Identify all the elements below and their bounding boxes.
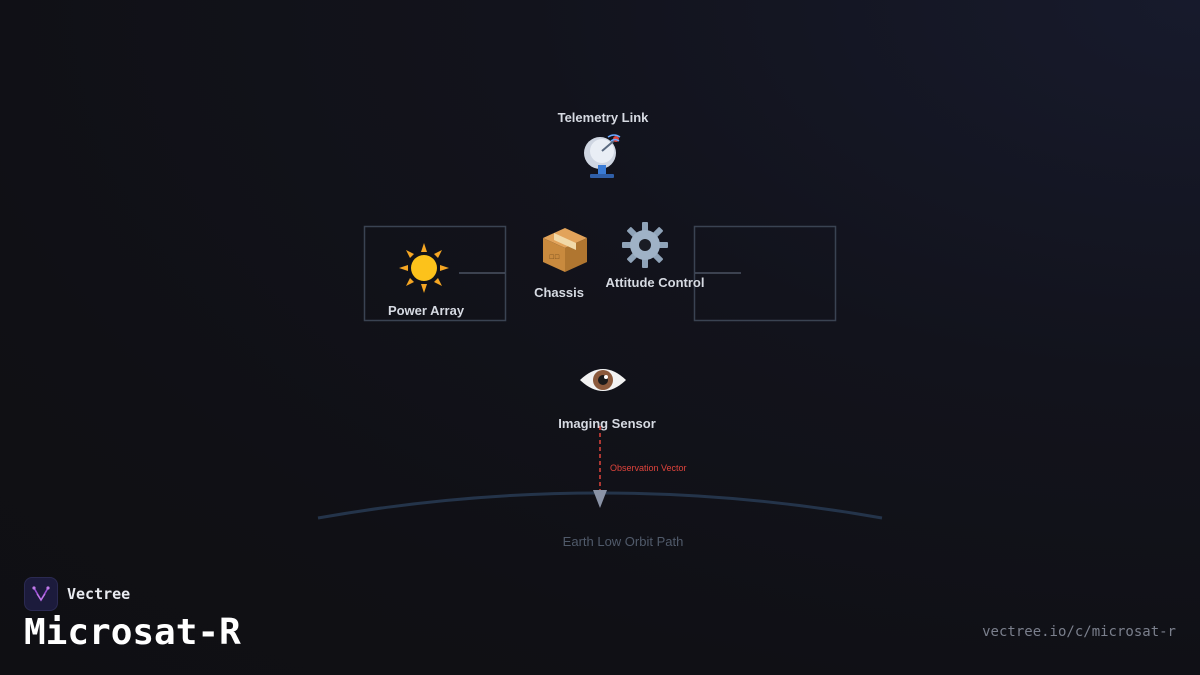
telemetry-link-label: Telemetry Link [557, 110, 649, 125]
brand-header: Vectree [24, 577, 130, 611]
observation-vector-label: Observation Vector [610, 463, 687, 473]
eye-icon [578, 360, 628, 400]
gear-icon [621, 221, 669, 269]
vectree-logo-icon [24, 577, 58, 611]
attitude-control-label: Attitude Control [605, 275, 705, 290]
sun-icon [399, 243, 449, 293]
right-solar-panel-frame [693, 225, 837, 322]
power-array-label: Power Array [387, 303, 465, 318]
product-url[interactable]: vectree.io/c/microsat-r [982, 624, 1176, 640]
product-title: Microsat-R [24, 612, 241, 653]
orbit-path-label: Earth Low Orbit Path [562, 534, 684, 549]
package-icon: ☐☐ [540, 226, 590, 274]
brand-name: Vectree [67, 585, 131, 603]
chassis-label: Chassis [534, 285, 584, 300]
imaging-sensor-label: Imaging Sensor [558, 416, 656, 431]
observation-vector-arrowhead [593, 490, 607, 508]
left-solar-panel-frame [363, 225, 507, 322]
svg-text:☐☐: ☐☐ [549, 254, 560, 261]
satellite-dish-icon [578, 131, 628, 181]
